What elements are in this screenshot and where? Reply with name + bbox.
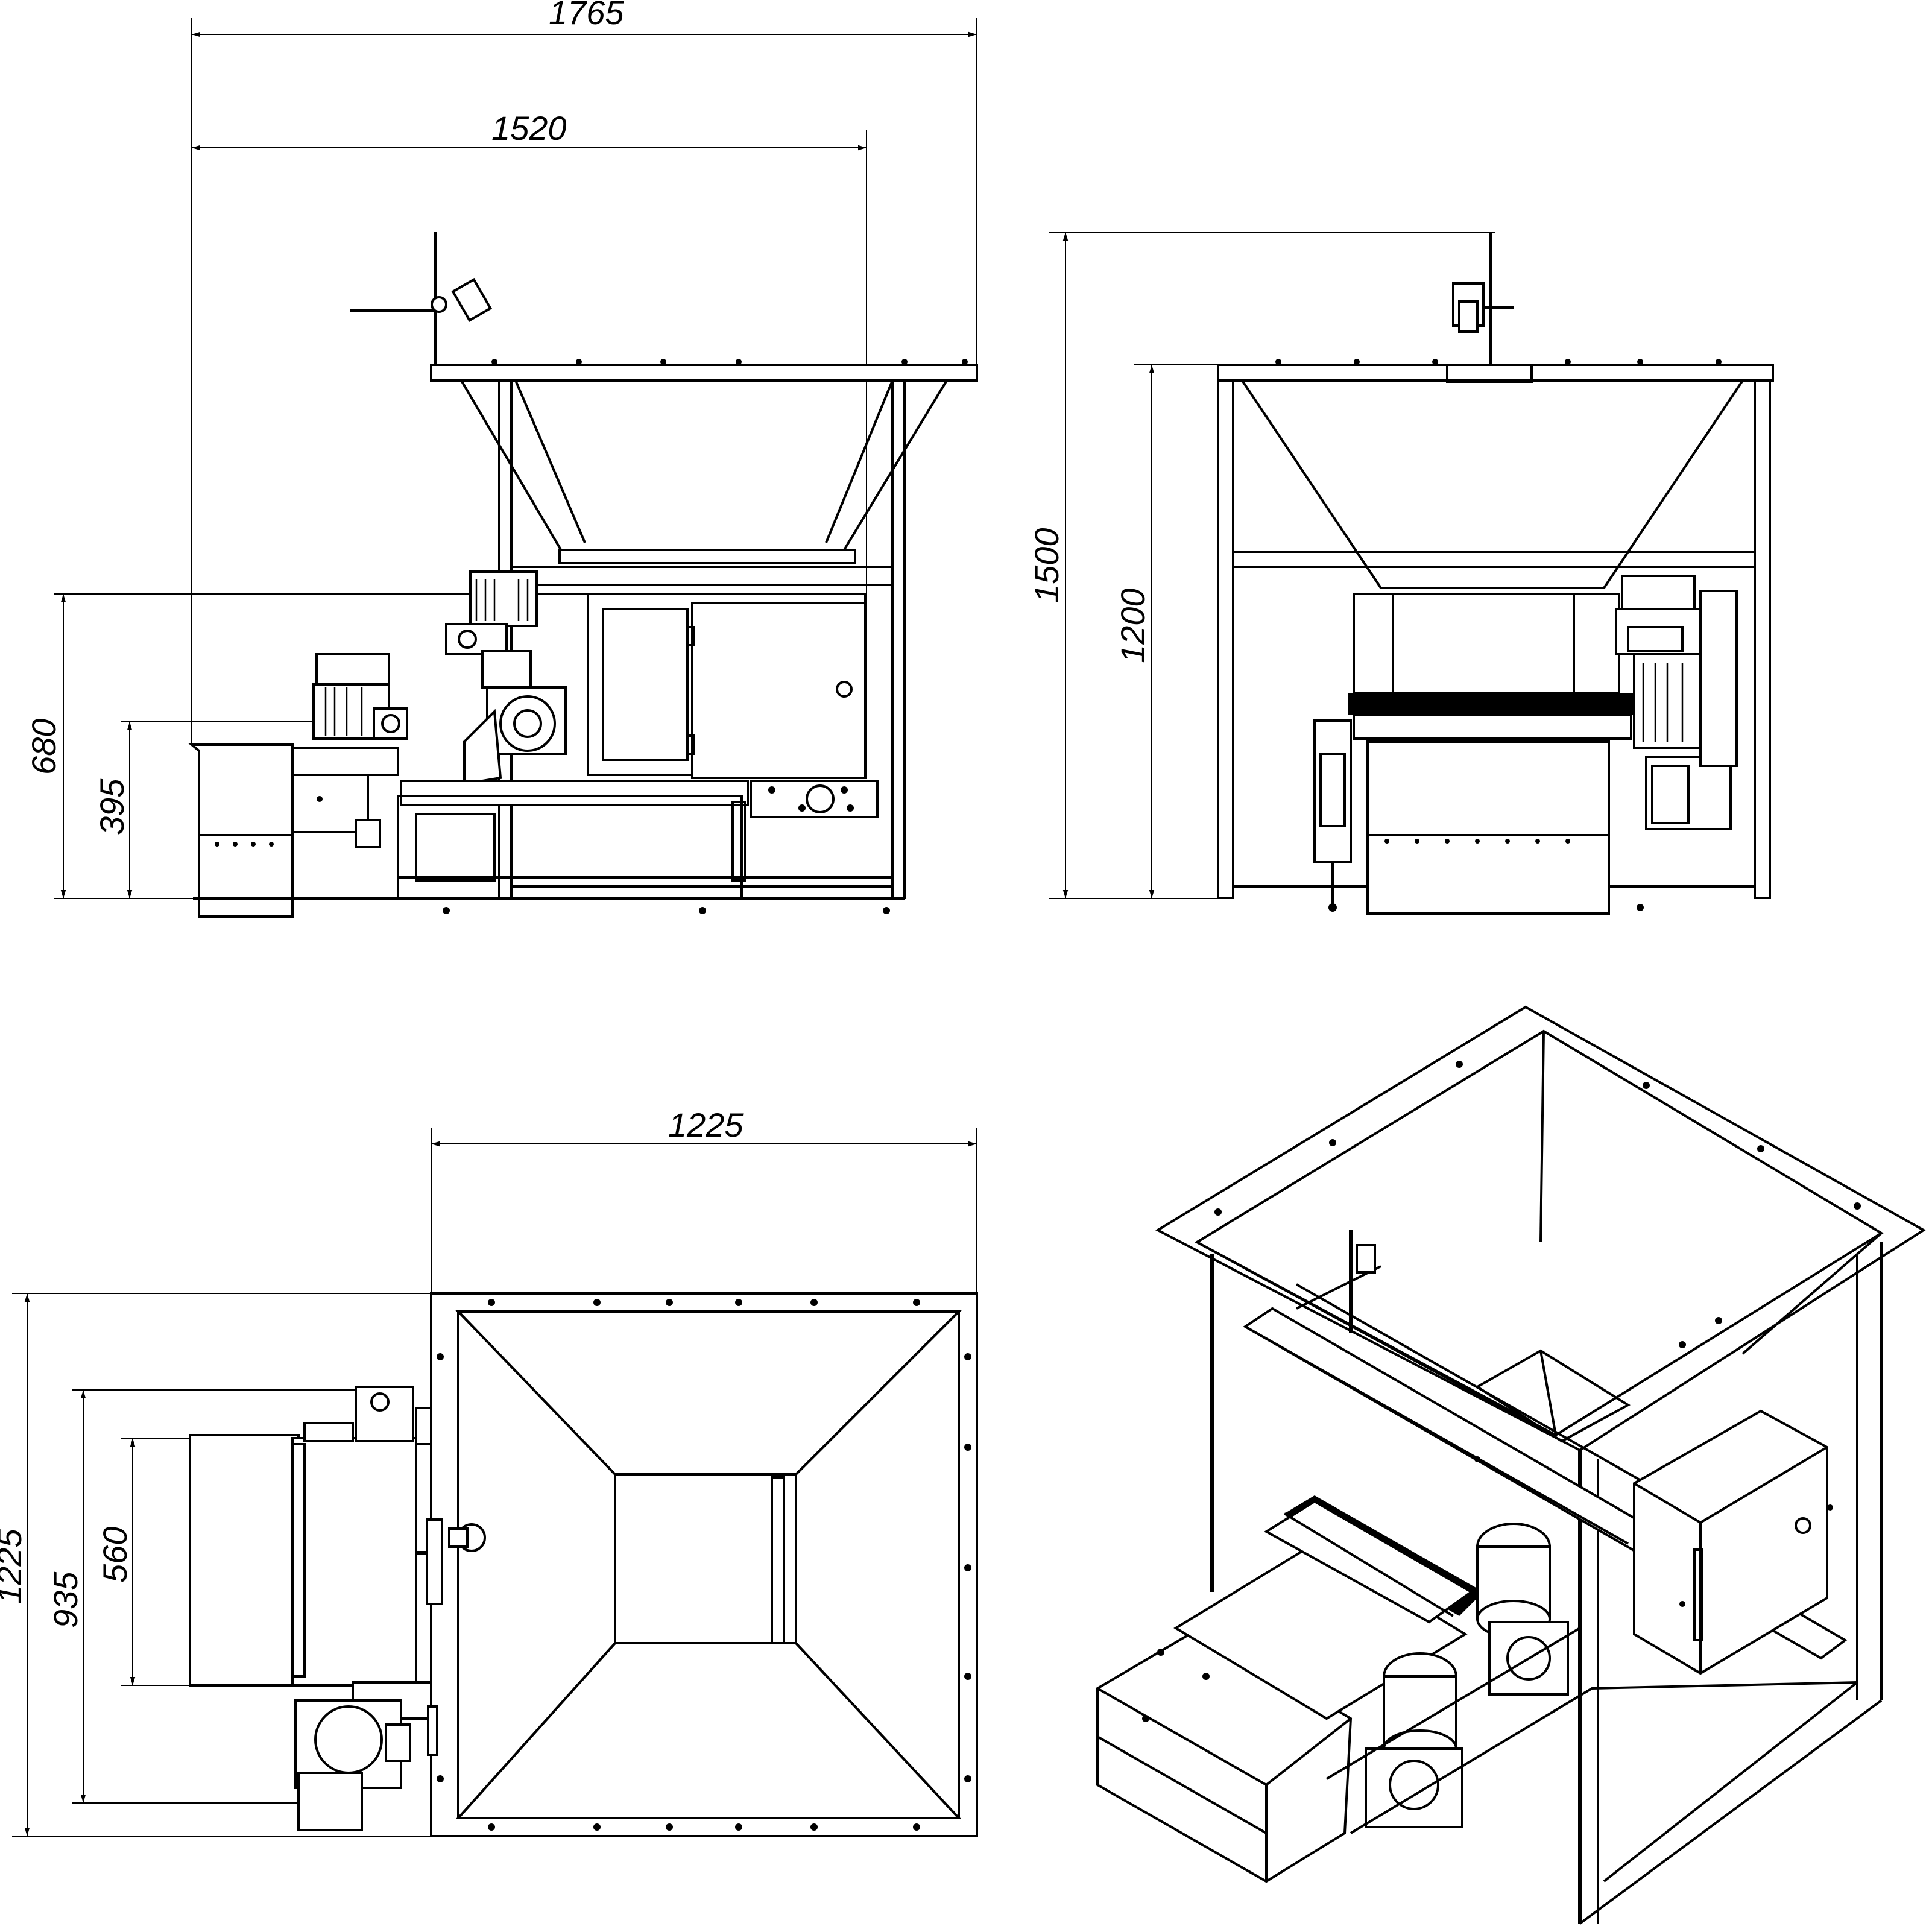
- motor-icon: [1365, 1652, 1463, 1828]
- front-view: 1765 1520 680 395: [25, 0, 978, 918]
- dim-label-1520: 1520: [491, 109, 567, 147]
- level-sensor-icon: [1452, 232, 1514, 365]
- dimension-1200: 1200: [1114, 364, 1224, 898]
- dimension-1765: 1765: [191, 0, 977, 745]
- dim-label-395: 395: [93, 778, 131, 835]
- dim-label-935: 935: [46, 1571, 84, 1628]
- control-cabinet: [1633, 1409, 1828, 1675]
- top-view: 1225 1225 935 560: [0, 1106, 978, 1837]
- dim-label-1225-side: 1225: [0, 1529, 28, 1604]
- motor-icon: [1615, 575, 1738, 830]
- dimension-1225-vertical: 1225: [0, 1293, 431, 1837]
- motor-icon: [445, 570, 538, 689]
- motor-icon: [294, 1699, 411, 1831]
- dim-label-1500: 1500: [1028, 528, 1066, 603]
- dimension-1225-horizontal: 1225: [431, 1106, 977, 1293]
- dim-label-1200: 1200: [1114, 588, 1152, 663]
- dimension-395: 395: [93, 721, 314, 898]
- dim-label-560: 560: [96, 1527, 134, 1583]
- side-view: 1500 1200: [1028, 232, 1774, 915]
- dimension-1520: 1520: [192, 109, 867, 615]
- actuator-icon: [1313, 719, 1352, 912]
- motor-icon: [288, 653, 408, 848]
- dimension-935: 935: [46, 1389, 362, 1804]
- motor-icon: [1476, 1523, 1569, 1696]
- control-cabinet: [587, 593, 867, 779]
- level-sensor-icon: [350, 232, 493, 365]
- isometric-view: [1096, 1005, 1926, 1925]
- level-sensor-icon: [1296, 1230, 1381, 1333]
- dimension-560: 560: [96, 1438, 199, 1686]
- dimension-1500: 1500: [1028, 232, 1495, 899]
- gearbox-icon: [463, 686, 567, 786]
- dim-label-1225-top: 1225: [668, 1106, 744, 1144]
- dim-label-1765: 1765: [549, 0, 624, 31]
- dim-label-680: 680: [25, 719, 63, 775]
